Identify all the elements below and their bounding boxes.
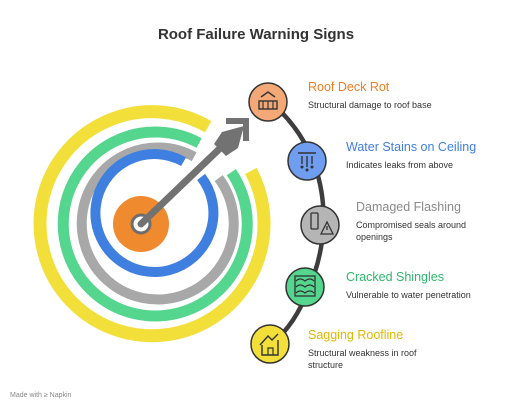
item-title-sagging-roofline: Sagging Roofline [308, 328, 404, 342]
item-title-cracked-shingles: Cracked Shingles [346, 270, 444, 284]
item-title-water-stains: Water Stains on Ceiling [346, 140, 477, 154]
page-title: Roof Failure Warning Signs [157, 26, 355, 43]
connector-path [265, 97, 326, 347]
shingles-icon [295, 278, 315, 294]
item-desc-sagging-roofline: Structural weakness in roof structure [308, 348, 417, 370]
icon-water-stains [287, 141, 327, 181]
item-desc-cracked-shingles: Vulnerable to water penetration [346, 290, 471, 300]
icon-damaged-flashing [300, 205, 340, 245]
roof-deck-icon [260, 91, 276, 98]
icon-sagging-roofline [250, 324, 290, 364]
target-ring-gray [76, 142, 239, 305]
item-title-damaged-flashing: Damaged Flashing [356, 200, 461, 214]
item-desc-water-stains: Indicates leaks from above [346, 160, 454, 170]
target-ring-blue [90, 148, 219, 277]
arrow-icon [137, 118, 249, 228]
item-desc-roof-deck-rot: Structural damage to roof base [308, 100, 432, 110]
target-ring-yellow [33, 105, 271, 343]
footer-credit: Made with ≥ Napkin [10, 392, 72, 399]
warning-icon [319, 220, 335, 235]
item-title-roof-deck-rot: Roof Deck Rot [308, 80, 390, 94]
item-desc-damaged-flashing: Compromised seals around openings [356, 220, 467, 242]
icon-roof-deck [248, 82, 288, 122]
icon-cracked-shingles [285, 267, 325, 307]
sagging-roof-icon [259, 333, 279, 346]
target [33, 105, 271, 343]
target-ring-green [57, 126, 253, 322]
